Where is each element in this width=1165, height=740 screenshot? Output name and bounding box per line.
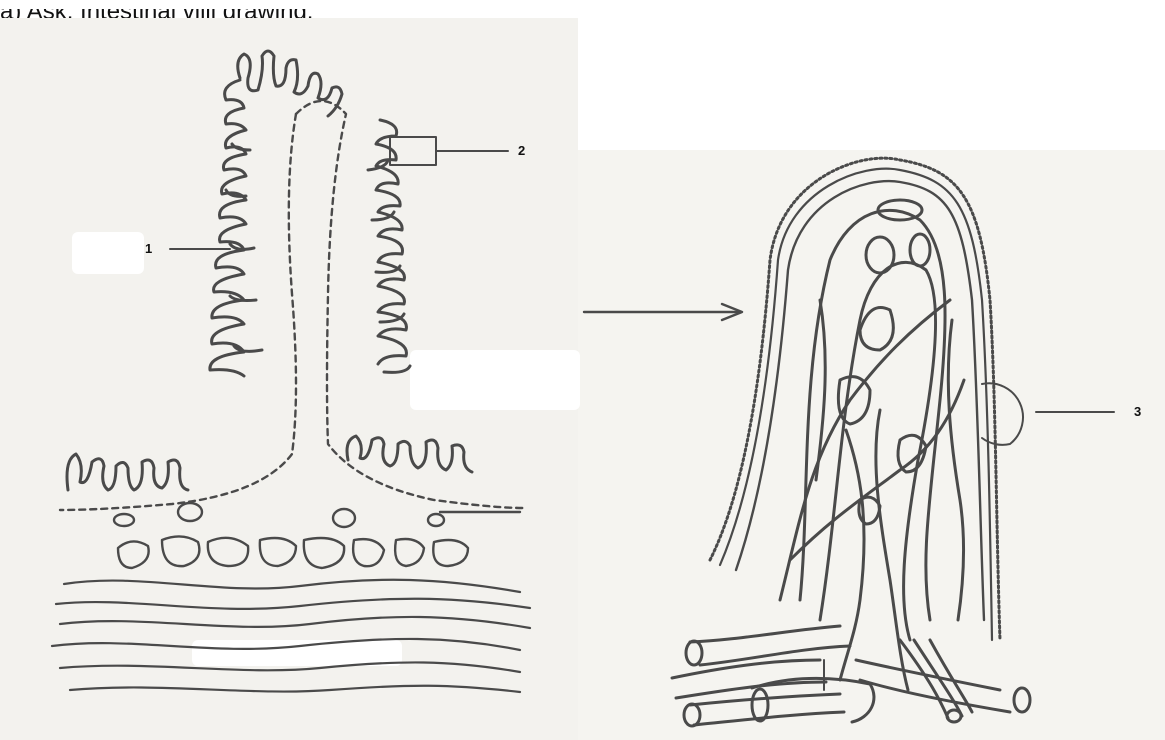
gland-shape [114,514,134,526]
gland-shape [428,514,444,526]
muscularis-blob [208,538,248,566]
gland-shape [333,509,355,527]
muscularis-blob [162,536,199,566]
muscularis-blob [260,538,296,566]
label-2: 2 [518,143,525,158]
muscle-layer-lines [52,580,530,692]
label-3: 3 [1134,404,1141,419]
label-1: 1 [145,241,152,256]
villus-vasculature-right [672,158,1030,726]
muscularis-blob [395,539,424,566]
gland-shape [178,503,202,521]
muscularis-blob [433,540,468,566]
muscularis-blob [304,538,344,568]
muscularis-blob [118,541,149,568]
villus-epithelium-left [67,51,472,490]
muscularis-blob [353,539,384,566]
